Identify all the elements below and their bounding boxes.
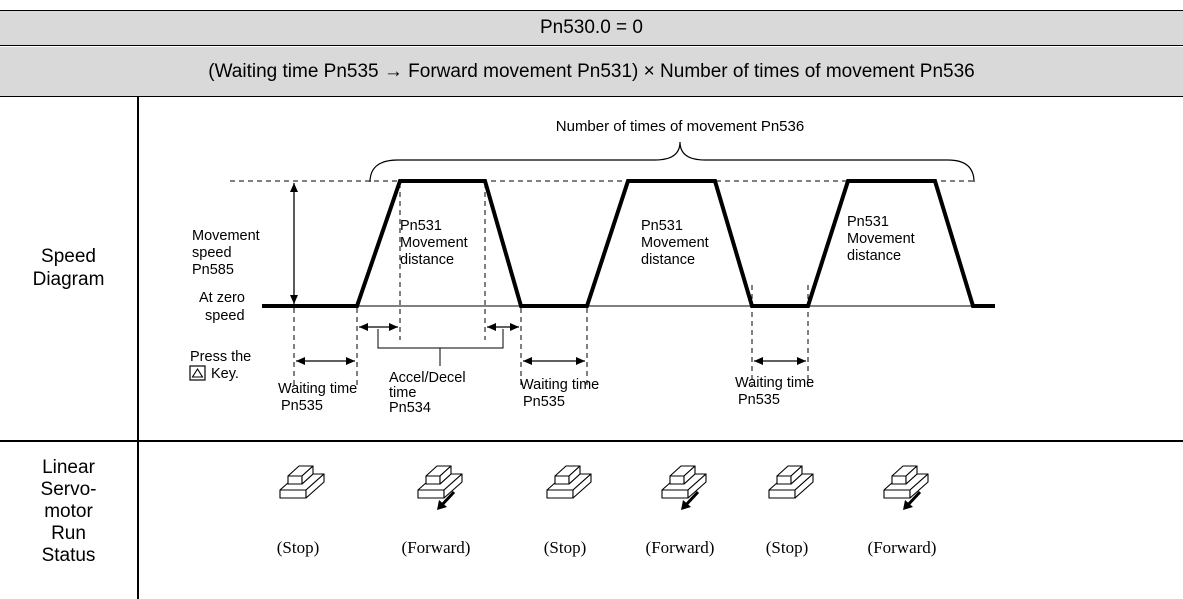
label-line: Pn531 xyxy=(641,218,683,234)
label-line: Waiting time xyxy=(520,377,599,393)
timing-markers xyxy=(293,183,809,387)
label-line: Movement xyxy=(847,231,915,247)
motor-status-item: (Forward) xyxy=(402,465,471,557)
linear-motor-icon xyxy=(661,465,707,499)
run-status-label-line: motor xyxy=(44,501,93,522)
forward-arrow-icon xyxy=(903,490,922,510)
label-line: Pn585 xyxy=(192,262,234,278)
label-line: Movement xyxy=(400,235,468,251)
motor-status-label: (Forward) xyxy=(402,538,471,557)
movement-distance-label: Pn531 Movement distance xyxy=(641,218,709,268)
label-line: Pn531 xyxy=(847,214,889,230)
motor-status-label: (Stop) xyxy=(766,538,809,557)
label-line: Movement xyxy=(641,235,709,251)
motor-status-item: (Stop) xyxy=(544,465,592,557)
setting-header-text: Pn530.0 = 0 xyxy=(539,17,643,38)
movement-speed-label: Movement speed Pn585 xyxy=(192,228,260,278)
label-line: time xyxy=(389,385,416,401)
motor-status-item: (Forward) xyxy=(868,465,937,557)
label-line: Pn535 xyxy=(523,394,565,410)
forward-arrow-icon xyxy=(437,490,456,510)
motor-status-label: (Stop) xyxy=(544,538,587,557)
label-line: Accel/Decel xyxy=(389,370,466,386)
label-line: At zero xyxy=(199,290,245,306)
motor-status-item: (Stop) xyxy=(766,465,814,557)
label-line: Press the xyxy=(190,349,251,365)
forward-arrow-icon xyxy=(681,490,700,510)
up-arrow-key-icon xyxy=(189,365,206,381)
movement-distance-label: Pn531 Movement distance xyxy=(847,214,915,264)
label-line: Pn535 xyxy=(738,392,780,408)
label-line: Pn531 xyxy=(400,218,442,234)
label-line: Pn535 xyxy=(281,398,323,414)
run-status-label-line: Status xyxy=(41,545,96,566)
speed-diagram-label: Speed Diagram xyxy=(0,245,137,291)
accel-decel-bracket xyxy=(377,329,504,349)
accel-decel-label: Accel/Decel time Pn534 xyxy=(389,370,466,416)
sequence-header: (Waiting time Pn535 → Forward movement P… xyxy=(0,47,1183,97)
linear-motor-icon xyxy=(279,465,325,499)
linear-motor-icon xyxy=(883,465,929,499)
motor-status-item: (Stop) xyxy=(277,465,325,557)
sequence-header-text: (Waiting time Pn535 → Forward movement P… xyxy=(208,60,975,82)
speed-diagram-label-line: Speed xyxy=(41,246,96,267)
label-line: speed xyxy=(205,308,245,324)
setting-header: Pn530.0 = 0 xyxy=(0,10,1183,46)
zero-speed-label: At zero speed xyxy=(199,290,245,324)
run-status-label-line: Run xyxy=(51,523,86,544)
label-line: Key. xyxy=(211,366,239,382)
label-line: Waiting time xyxy=(278,381,357,397)
label-line: speed xyxy=(192,245,232,261)
speed-profile xyxy=(262,179,995,308)
movement-distance-label: Pn531 Movement distance xyxy=(400,218,468,268)
press-key-label: Press the Key. xyxy=(190,349,251,382)
label-line: Pn534 xyxy=(389,400,431,416)
motor-status-label: (Forward) xyxy=(868,538,937,557)
waiting-time-label: Waiting time Pn535 xyxy=(278,381,357,414)
label-line: Waiting time xyxy=(735,375,814,391)
motor-status-label: (Forward) xyxy=(646,538,715,557)
linear-motor-icon xyxy=(768,465,814,499)
run-status-label: Linear Servo- motor Run Status xyxy=(0,457,137,567)
row-divider xyxy=(0,440,1183,442)
speed-diagram-label-line: Diagram xyxy=(32,269,105,290)
label-line: distance xyxy=(641,252,695,268)
waiting-time-label: Waiting time Pn535 xyxy=(735,375,814,408)
waiting-time-label: Waiting time Pn535 xyxy=(520,377,599,410)
linear-motor-icon xyxy=(417,465,463,499)
column-divider xyxy=(137,97,139,599)
motor-status-label: (Stop) xyxy=(277,538,320,557)
run-status-label-line: Servo- xyxy=(40,479,97,500)
motor-status-item: (Forward) xyxy=(646,465,715,557)
brace xyxy=(369,141,975,183)
label-line: distance xyxy=(847,248,901,264)
label-line: distance xyxy=(400,252,454,268)
linear-motor-icon xyxy=(546,465,592,499)
label-line: Movement xyxy=(192,228,260,244)
brace-label: Number of times of movement Pn536 xyxy=(556,118,804,135)
run-status-label-line: Linear xyxy=(42,457,95,478)
